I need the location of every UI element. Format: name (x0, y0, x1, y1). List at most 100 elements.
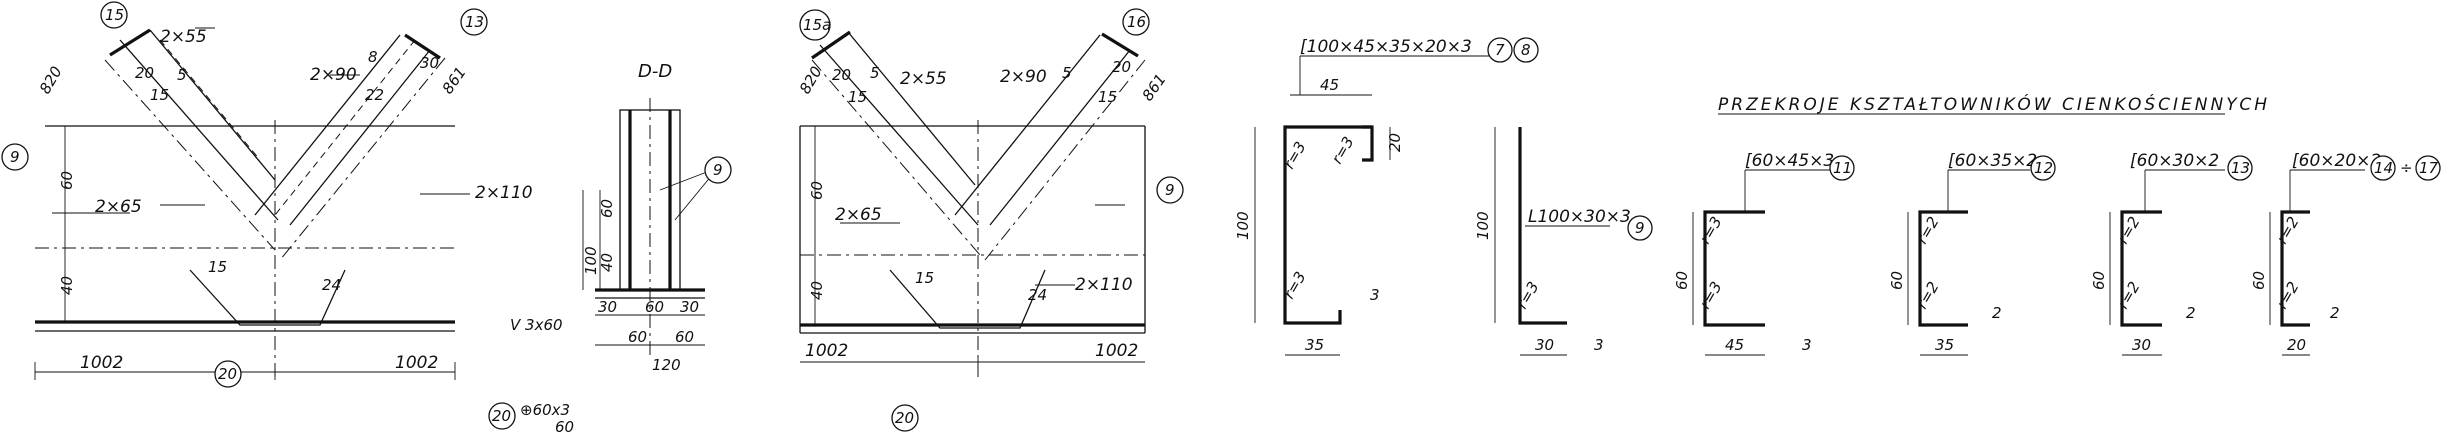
section-1-marker (1829, 155, 1855, 181)
c100-marker-7 (1487, 37, 1513, 63)
node-2-drawing (799, 30, 1146, 380)
section-60x45x3-drawing (1692, 169, 1830, 356)
section-4-dim-t: 2 (2330, 304, 2340, 322)
section-2-dim-60: 60 (1888, 271, 1906, 290)
node1-dim-22: 22 (365, 86, 384, 104)
node2-weld-1: 2×55 (900, 69, 947, 89)
node1-marker-20 (214, 360, 242, 388)
node2-marker-20 (891, 404, 919, 432)
node1-marker-20-label: 20 (218, 365, 237, 383)
node1-weld-3: 2×110 (475, 183, 533, 203)
section-1-marker-label: 11 (1833, 159, 1852, 177)
section-4-label: [60×20×2 (2292, 151, 2381, 171)
section-4-marker2-label: 17 (2419, 159, 2439, 177)
section-2-marker (2030, 155, 2056, 181)
node2-dim-20b: 20 (1112, 58, 1131, 76)
section-4-marker (2370, 155, 2396, 181)
c100-dim-3: 3 (1370, 286, 1380, 304)
dd-marker-9 (704, 156, 732, 184)
dd-dim-100: 100 (582, 246, 600, 275)
node1-marker-15 (100, 1, 128, 29)
section-3-r1: r=2 (2114, 214, 2144, 247)
node1-dim-40: 40 (58, 276, 76, 295)
dd-weld-v: V 3x60 (510, 316, 563, 334)
section-60x30x2-drawing (2109, 169, 2225, 356)
node1-weld-4: 2×65 (95, 197, 142, 217)
section-4-marker2 (2415, 155, 2441, 181)
section-2-dim-t: 2 (1992, 304, 2002, 322)
section-1-label: [60×45×3 (1745, 151, 1834, 171)
section-3-marker (2227, 155, 2253, 181)
c100-marker-7-label: 7 (1495, 41, 1505, 59)
node1-marker-9 (1, 143, 29, 171)
node1-marker-9-label: 9 (10, 148, 20, 166)
node2-marker-16 (1122, 8, 1150, 36)
node1-weld-2: 2×90 (310, 65, 357, 85)
dd-dim-60a: 60 (645, 298, 664, 316)
l100-r: r=3 (1513, 279, 1543, 312)
dd-marker-9-label: 9 (713, 161, 723, 179)
node1-dim-5: 5 (177, 66, 187, 84)
node1-dim-20: 20 (135, 64, 154, 82)
section-4-sep: ÷ (2400, 159, 2413, 177)
node1-dim-1002a: 1002 (80, 353, 123, 373)
node2-marker-16-label: 16 (1127, 13, 1146, 31)
node2-marker-9-label: 9 (1165, 181, 1175, 199)
section-2-dim-w: 35 (1935, 336, 1954, 354)
section-2-label: [60×35×2 (1948, 151, 2037, 171)
node2-dim-1002a: 1002 (805, 341, 848, 361)
dd-dim-60d: 60 (675, 328, 694, 346)
sections-title: PRZEKROJE KSZTAŁTOWNIKÓW CIENKOŚCIENNYCH (1718, 93, 2270, 115)
section-3-dim-w: 30 (2132, 336, 2151, 354)
node-1-drawing (34, 27, 470, 380)
d-d-title: D-D (638, 61, 672, 82)
section-3-marker-label: 13 (2231, 159, 2250, 177)
node2-dim-24: 24 (1028, 286, 1047, 304)
c100-r2: r=3 (1328, 134, 1358, 167)
node1-dim-30: 30 (420, 54, 439, 72)
node2-dim-5a: 5 (870, 64, 880, 82)
l100-marker-9 (1627, 215, 1653, 241)
node2-dim-60: 60 (808, 181, 826, 200)
node1-dim-8: 8 (368, 48, 378, 66)
section-4-dim-60: 60 (2250, 271, 2268, 290)
section-2-marker-label: 12 (2034, 159, 2053, 177)
section-3-r2: r=2 (2114, 279, 2144, 312)
node1-dim-15: 15 (150, 86, 169, 104)
section-2-r1: r=2 (1913, 214, 1943, 247)
c100-dim-35: 35 (1305, 336, 1324, 354)
section-3-dim-60: 60 (2090, 271, 2108, 290)
d-d-section-drawing (582, 98, 713, 360)
dd-dim-40: 40 (598, 253, 616, 272)
section-60x20x2-drawing (2269, 169, 2365, 356)
l100-label: L100×30×3 (1528, 207, 1631, 227)
node1-marker-13 (460, 8, 488, 36)
section-60x35x2-drawing (1907, 169, 2030, 356)
node1-dim-60: 60 (58, 171, 76, 190)
node1-dim-861: 861 (439, 64, 470, 98)
dd-dim-60b: 30 (680, 298, 699, 316)
node1-dim-24: 24 (322, 276, 341, 294)
node2-marker-20-label: 20 (895, 409, 914, 427)
l100-dim-100: 100 (1474, 211, 1492, 240)
node1-dim-820: 820 (36, 63, 66, 97)
node2-marker-15a-label: 15a (803, 16, 831, 34)
section-4-marker-label: 14 (2374, 159, 2393, 177)
section-1-dim-60: 60 (1673, 271, 1691, 290)
c100-label: [100×45×35×20×3 (1300, 37, 1472, 57)
dd-dim-60c: 60 (628, 328, 647, 346)
node2-dim-861: 861 (1139, 71, 1170, 105)
section-1-dim-w: 45 (1725, 336, 1744, 354)
section-1-dim-t: 3 (1802, 336, 1812, 354)
node2-dim-15a: 15 (848, 88, 867, 106)
node1-dim-15b: 15 (208, 258, 227, 276)
dd-dim-120: 120 (652, 356, 681, 374)
dd-dim-30a: 30 (598, 298, 617, 316)
node2-dim-15c: 15 (915, 269, 934, 287)
node2-dim-40: 40 (808, 281, 826, 300)
section-1-r1: r=3 (1696, 214, 1726, 247)
dd-marker-20 (488, 402, 516, 430)
node2-weld-2: 2×90 (1000, 67, 1047, 87)
section-1-r2: r=3 (1696, 279, 1726, 312)
